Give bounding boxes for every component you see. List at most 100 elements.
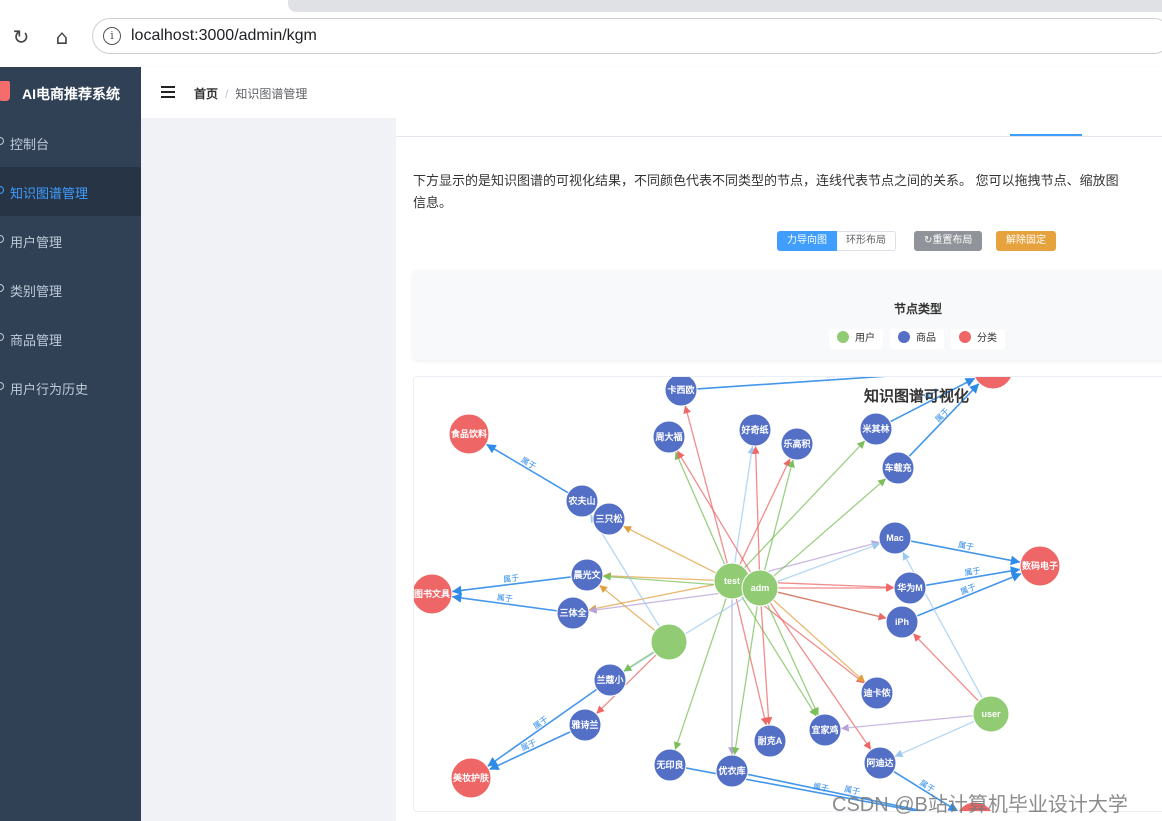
graph-node-circle[interactable] (715, 754, 749, 788)
graph-link[interactable] (893, 770, 959, 811)
graph-node-product[interactable]: 优衣库 (715, 754, 749, 788)
graph-node-circle[interactable] (885, 605, 919, 639)
knowledge-graph[interactable]: 属于属于属于属于属于属于属于属于属于属于属于属于属于属于testadmuser卡… (414, 377, 1162, 812)
graph-node-category[interactable]: 美妆护肤 (450, 757, 492, 799)
sidebar-item-categories[interactable]: 类别管理 (0, 265, 141, 314)
graph-link[interactable] (916, 572, 1022, 617)
graph-node-circle[interactable] (650, 623, 688, 661)
sidebar-item-products[interactable]: 商品管理 (0, 314, 141, 363)
graph-node-product[interactable]: Mac (878, 521, 912, 555)
graph-link[interactable] (763, 459, 795, 571)
graph-node-circle[interactable] (973, 377, 1013, 390)
graph-node-circle[interactable] (568, 708, 602, 742)
graph-node-circle[interactable] (570, 558, 604, 592)
graph-node-product[interactable]: 兰蔻小 (593, 663, 627, 697)
graph-node-product[interactable]: 农夫山 (565, 484, 599, 518)
graph-link[interactable] (696, 377, 973, 390)
graph-node-product[interactable]: 晨光文 (570, 558, 604, 592)
sidebar-item-dashboard[interactable]: 控制台 (0, 118, 141, 167)
graph-link[interactable] (623, 651, 655, 672)
graph-node-user[interactable]: adm (741, 569, 779, 607)
graph-node-product[interactable]: 周大福 (652, 420, 686, 454)
graph-link[interactable] (769, 602, 872, 751)
graph-link[interactable] (776, 542, 881, 583)
reset-layout-button[interactable]: ↻重置布局 (914, 231, 983, 251)
address-bar[interactable]: i localhost:3000/admin/kgm (92, 18, 1162, 54)
graph-node-circle[interactable] (652, 420, 686, 454)
graph-node-circle[interactable] (881, 451, 915, 485)
graph-node-circle[interactable] (593, 663, 627, 697)
graph-node-product[interactable]: 三只松 (592, 502, 626, 536)
graph-node-circle[interactable] (565, 484, 599, 518)
graph-link[interactable] (912, 633, 979, 702)
graph-node-product[interactable]: 卡西欧 (664, 377, 698, 407)
graph-link[interactable] (602, 572, 715, 581)
graph-link[interactable] (595, 654, 657, 715)
graph-node-circle[interactable] (860, 676, 894, 710)
sidebar-item-knowledge-graph[interactable]: 知识图谱管理 (0, 167, 141, 216)
graph-link[interactable] (773, 478, 887, 577)
graph-link[interactable] (451, 593, 558, 612)
graph-node-product[interactable]: iPh (885, 605, 919, 639)
graph-node-category[interactable] (973, 377, 1013, 390)
graph-link[interactable] (588, 589, 743, 614)
graph-node-circle[interactable] (753, 724, 787, 758)
legend-item-user[interactable]: 用户 (829, 329, 883, 349)
graph-link[interactable] (760, 605, 773, 726)
graph-node-circle[interactable] (653, 748, 687, 782)
graph-link[interactable] (673, 597, 727, 751)
graph-node-circle[interactable] (808, 713, 842, 747)
graph-node-product[interactable]: 雅诗兰 (568, 708, 602, 742)
graph-link[interactable] (908, 382, 980, 458)
graph-node-product[interactable]: 无印良 (653, 748, 687, 782)
graph-node-circle[interactable] (414, 573, 453, 615)
home-icon[interactable]: ⌂ (55, 25, 69, 49)
graph-link[interactable] (925, 566, 1021, 587)
graph-link[interactable] (740, 595, 818, 717)
graph-link[interactable] (745, 591, 865, 684)
graph-node-product[interactable]: 迪卡侬 (860, 676, 894, 710)
graph-canvas[interactable]: 属于属于属于属于属于属于属于属于属于属于属于属于属于属于testadmuser卡… (413, 376, 1162, 812)
circular-layout-button[interactable]: 环形布局 (837, 231, 896, 251)
graph-node-user[interactable]: user (972, 695, 1010, 733)
graph-link[interactable] (751, 445, 761, 571)
graph-node-product[interactable]: 宜家鸡 (808, 713, 842, 747)
force-layout-button[interactable]: 力导向图 (777, 231, 837, 251)
app-logo[interactable]: AI电商推荐系统 (0, 67, 141, 118)
graph-node-product[interactable]: 耐克A (753, 724, 787, 758)
graph-node-category[interactable] (955, 801, 995, 812)
graph-node-circle[interactable] (1019, 545, 1061, 587)
graph-node-product[interactable]: 米其林 (859, 412, 893, 446)
graph-node-circle[interactable] (859, 412, 893, 446)
graph-node-circle[interactable] (955, 801, 995, 812)
graph-link[interactable] (747, 773, 956, 812)
browser-tab[interactable] (288, 0, 1162, 12)
graph-node-circle[interactable] (664, 377, 698, 407)
graph-link[interactable] (731, 605, 758, 756)
sidebar-item-users[interactable]: 用户管理 (0, 216, 141, 265)
graph-node-circle[interactable] (556, 596, 590, 630)
graph-link[interactable] (889, 377, 976, 423)
graph-node-circle[interactable] (878, 521, 912, 555)
reload-icon[interactable]: ↻ (12, 25, 30, 49)
breadcrumb-home[interactable]: 首页 (194, 87, 219, 101)
graph-link[interactable] (734, 445, 756, 564)
legend-item-product[interactable]: 商品 (890, 329, 944, 349)
site-info-icon[interactable]: i (103, 27, 121, 45)
unpin-button[interactable]: 解除固定 (996, 231, 1056, 251)
graph-link[interactable] (676, 450, 752, 573)
graph-node-circle[interactable] (972, 695, 1010, 733)
graph-node-circle[interactable] (592, 502, 626, 536)
graph-node-circle[interactable] (738, 413, 772, 447)
graph-node-category[interactable]: 图书文具 (414, 573, 453, 615)
graph-node-circle[interactable] (780, 427, 814, 461)
graph-link[interactable] (588, 583, 715, 613)
legend-item-category[interactable]: 分类 (951, 329, 1005, 349)
graph-link[interactable] (488, 731, 571, 771)
graph-link[interactable] (910, 540, 1021, 566)
graph-node-circle[interactable] (741, 569, 779, 607)
menu-toggle-icon[interactable] (161, 86, 175, 98)
graph-node-product[interactable]: 华为M (893, 571, 927, 605)
graph-link[interactable] (451, 576, 572, 596)
graph-node-circle[interactable] (450, 757, 492, 799)
